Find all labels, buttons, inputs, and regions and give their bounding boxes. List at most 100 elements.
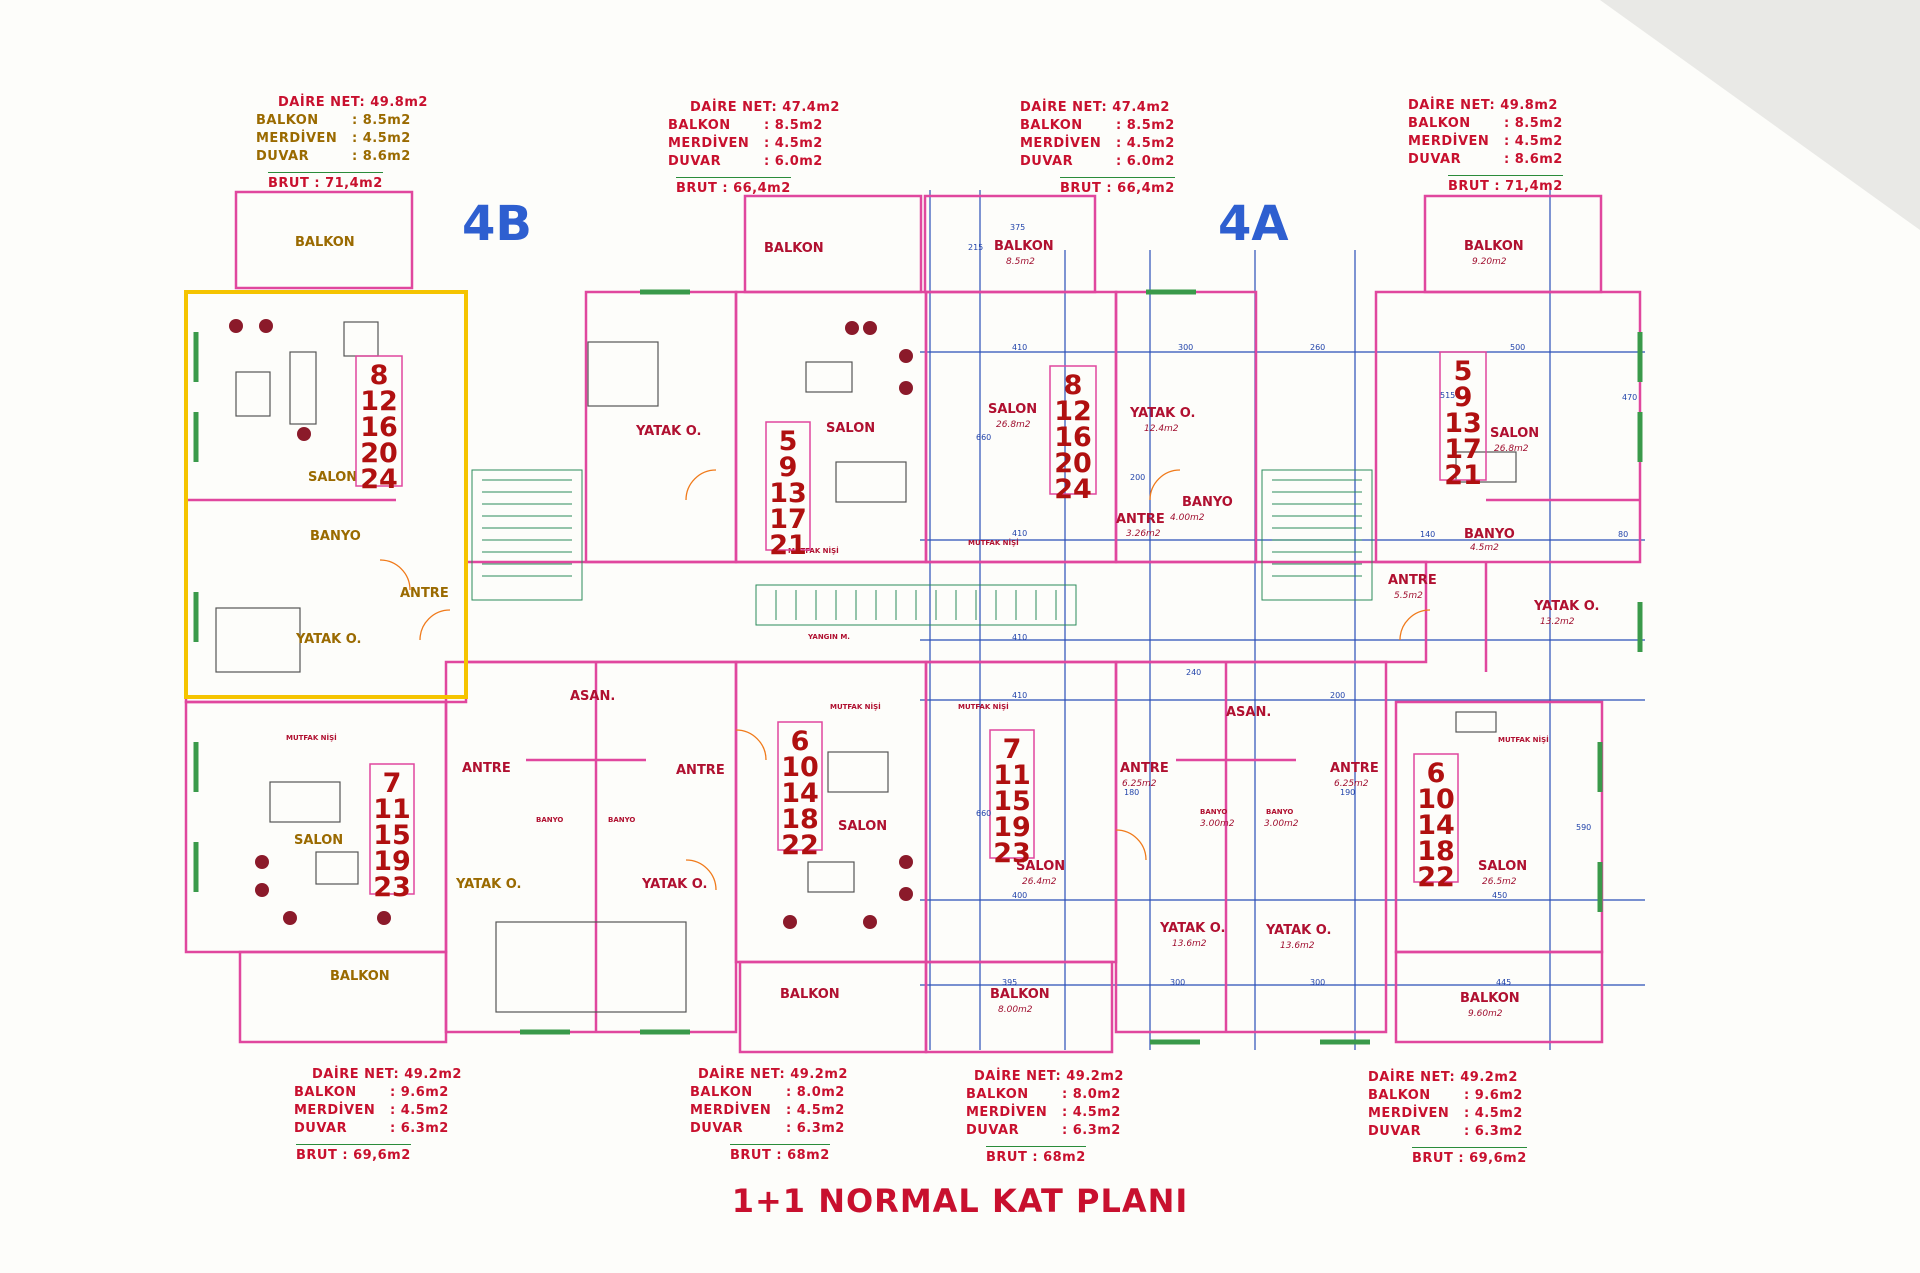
floor-number: 6: [791, 726, 810, 757]
balkon-value: : 8.5m2: [1116, 118, 1175, 133]
floor-number: 18: [1417, 836, 1455, 867]
balkon-value: : 9.6m2: [390, 1085, 449, 1100]
room-area: 3.00m2: [1200, 819, 1235, 829]
duvar-value: : 6.3m2: [786, 1121, 845, 1136]
door-swings: [379, 469, 1431, 891]
floor-number: 8: [1064, 370, 1083, 401]
floor-numbers-top-4b-mid: 5 9 13 17 21: [765, 421, 811, 561]
room-area: 26.8m2: [1494, 444, 1529, 454]
block-label-4b: 4B: [462, 196, 532, 252]
room-label-antre: ANTRE: [1116, 512, 1165, 527]
floor-number: 8: [370, 360, 389, 391]
merdiven-value: : 4.5m2: [764, 136, 823, 151]
balkon-label: BALKON: [668, 118, 731, 133]
merdiven-value: : 4.5m2: [1062, 1105, 1121, 1120]
floor-number: 14: [1417, 810, 1455, 841]
floor-number: 7: [1003, 734, 1022, 765]
merdiven-label: MERDİVEN: [966, 1105, 1048, 1120]
brut-area: BRUT : 71,4m2: [268, 172, 383, 193]
room-area: 13.6m2: [1172, 939, 1207, 949]
room-label-asan: ASAN.: [1226, 705, 1271, 720]
room-label-yangin: YANGIN M.: [807, 633, 850, 641]
floor-number: 10: [781, 752, 819, 783]
floor-number: 16: [360, 412, 398, 443]
duvar-label: DUVAR: [668, 154, 722, 169]
floor-number: 23: [993, 838, 1031, 869]
dimension-value: 395: [1002, 978, 1017, 987]
dimension-value: 410: [1012, 691, 1027, 700]
room-label-salon: SALON: [826, 421, 875, 436]
room-label-balkon: BALKON: [780, 987, 840, 1002]
floor-number: 9: [779, 452, 798, 483]
dimension-value: 410: [1012, 529, 1027, 538]
block-label-4a: 4A: [1218, 196, 1289, 252]
duvar-label: DUVAR: [966, 1123, 1020, 1138]
net-area: DAİRE NET: 49.2m2: [312, 1067, 462, 1082]
balkon-label: BALKON: [690, 1085, 753, 1100]
duvar-label: DUVAR: [1408, 152, 1462, 167]
walls: [184, 190, 1642, 1054]
floor-number: 24: [360, 464, 398, 495]
room-label-antre: ANTRE: [676, 763, 725, 778]
dimension-value: 190: [1340, 788, 1355, 797]
dimension-value: 300: [1178, 343, 1193, 352]
floor-number: 23: [373, 872, 411, 903]
room-area: 26.5m2: [1482, 877, 1517, 887]
net-area: DAİRE NET: 49.8m2: [1408, 98, 1558, 113]
floor-number: 11: [993, 760, 1031, 791]
room-label-balkon: BALKON: [330, 969, 390, 984]
floor-number: 17: [769, 504, 807, 535]
dimension-value: 140: [1420, 530, 1435, 539]
merdiven-value: : 4.5m2: [1504, 134, 1563, 149]
room-label-salon: SALON: [838, 819, 887, 834]
floor-numbers-bottom-4a-right: 6 10 14 18 22: [1413, 753, 1459, 893]
duvar-value: : 8.6m2: [1504, 152, 1563, 167]
dimension-grid: [920, 190, 1645, 1050]
room-area: 9.20m2: [1472, 257, 1507, 267]
room-area: 3.00m2: [1264, 819, 1299, 829]
balkon-value: : 8.0m2: [786, 1085, 845, 1100]
floor-number: 9: [1454, 382, 1473, 413]
apartment-stats-top-4b: DAİRE NET: 49.8m2 BALKON: 8.5m2 MERDİVEN…: [256, 94, 428, 193]
page-corner-fold: [1600, 0, 1920, 230]
room-label-yatak: YATAK O.: [1533, 599, 1599, 614]
floor-number: 21: [1444, 460, 1482, 491]
room-area: 3.26m2: [1126, 529, 1161, 539]
merdiven-value: : 4.5m2: [1464, 1106, 1523, 1121]
staircases: [471, 469, 1373, 626]
plan-title: 1+1 NORMAL KAT PLANI: [731, 1182, 1189, 1220]
apartment-stats-top-4b-mid: DAİRE NET: 47.4m2 BALKON: 8.5m2 MERDİVEN…: [668, 99, 840, 198]
room-area: 9.60m2: [1468, 1009, 1503, 1019]
room-label-mutfak: MUTFAK NİŞİ: [968, 538, 1019, 547]
room-area: 26.8m2: [996, 420, 1031, 430]
room-label-mutfak: MUTFAK NİŞİ: [788, 546, 839, 555]
floor-number: 24: [1054, 474, 1092, 505]
merdiven-label: MERDİVEN: [1368, 1106, 1450, 1121]
room-area: 13.6m2: [1280, 941, 1315, 951]
room-label-banyo: BANYO: [1200, 808, 1227, 816]
floor-numbers-top-4a-right: 5 9 13 17 21: [1439, 351, 1487, 491]
room-label-antre: ANTRE: [400, 586, 449, 601]
duvar-value: : 6.3m2: [1062, 1123, 1121, 1138]
room-area: 12.4m2: [1144, 424, 1179, 434]
merdiven-label: MERDİVEN: [1408, 134, 1490, 149]
duvar-value: : 6.3m2: [1464, 1124, 1523, 1139]
floor-number: 12: [1054, 396, 1092, 427]
room-label-yatak: YATAK O.: [295, 632, 361, 647]
apartment-stats-top-4a-mid: DAİRE NET: 47.4m2 BALKON: 8.5m2 MERDİVEN…: [1020, 99, 1175, 198]
dimension-value: 300: [1170, 978, 1185, 987]
duvar-value: : 6.0m2: [1116, 154, 1175, 169]
merdiven-value: : 4.5m2: [1116, 136, 1175, 151]
apartment-stats-top-4a: DAİRE NET: 49.8m2 BALKON: 8.5m2 MERDİVEN…: [1408, 97, 1563, 196]
room-label-balkon: BALKON: [994, 239, 1054, 254]
brut-area: BRUT : 71,4m2: [1448, 175, 1563, 196]
room-label-antre: ANTRE: [1120, 761, 1169, 776]
room-area: 26.4m2: [1022, 877, 1057, 887]
room-area: 13.2m2: [1540, 617, 1575, 627]
room-label-banyo: BANYO: [536, 816, 563, 824]
dimension-value: 180: [1124, 788, 1139, 797]
balkon-label: BALKON: [1020, 118, 1083, 133]
net-area: DAİRE NET: 49.2m2: [698, 1067, 848, 1082]
